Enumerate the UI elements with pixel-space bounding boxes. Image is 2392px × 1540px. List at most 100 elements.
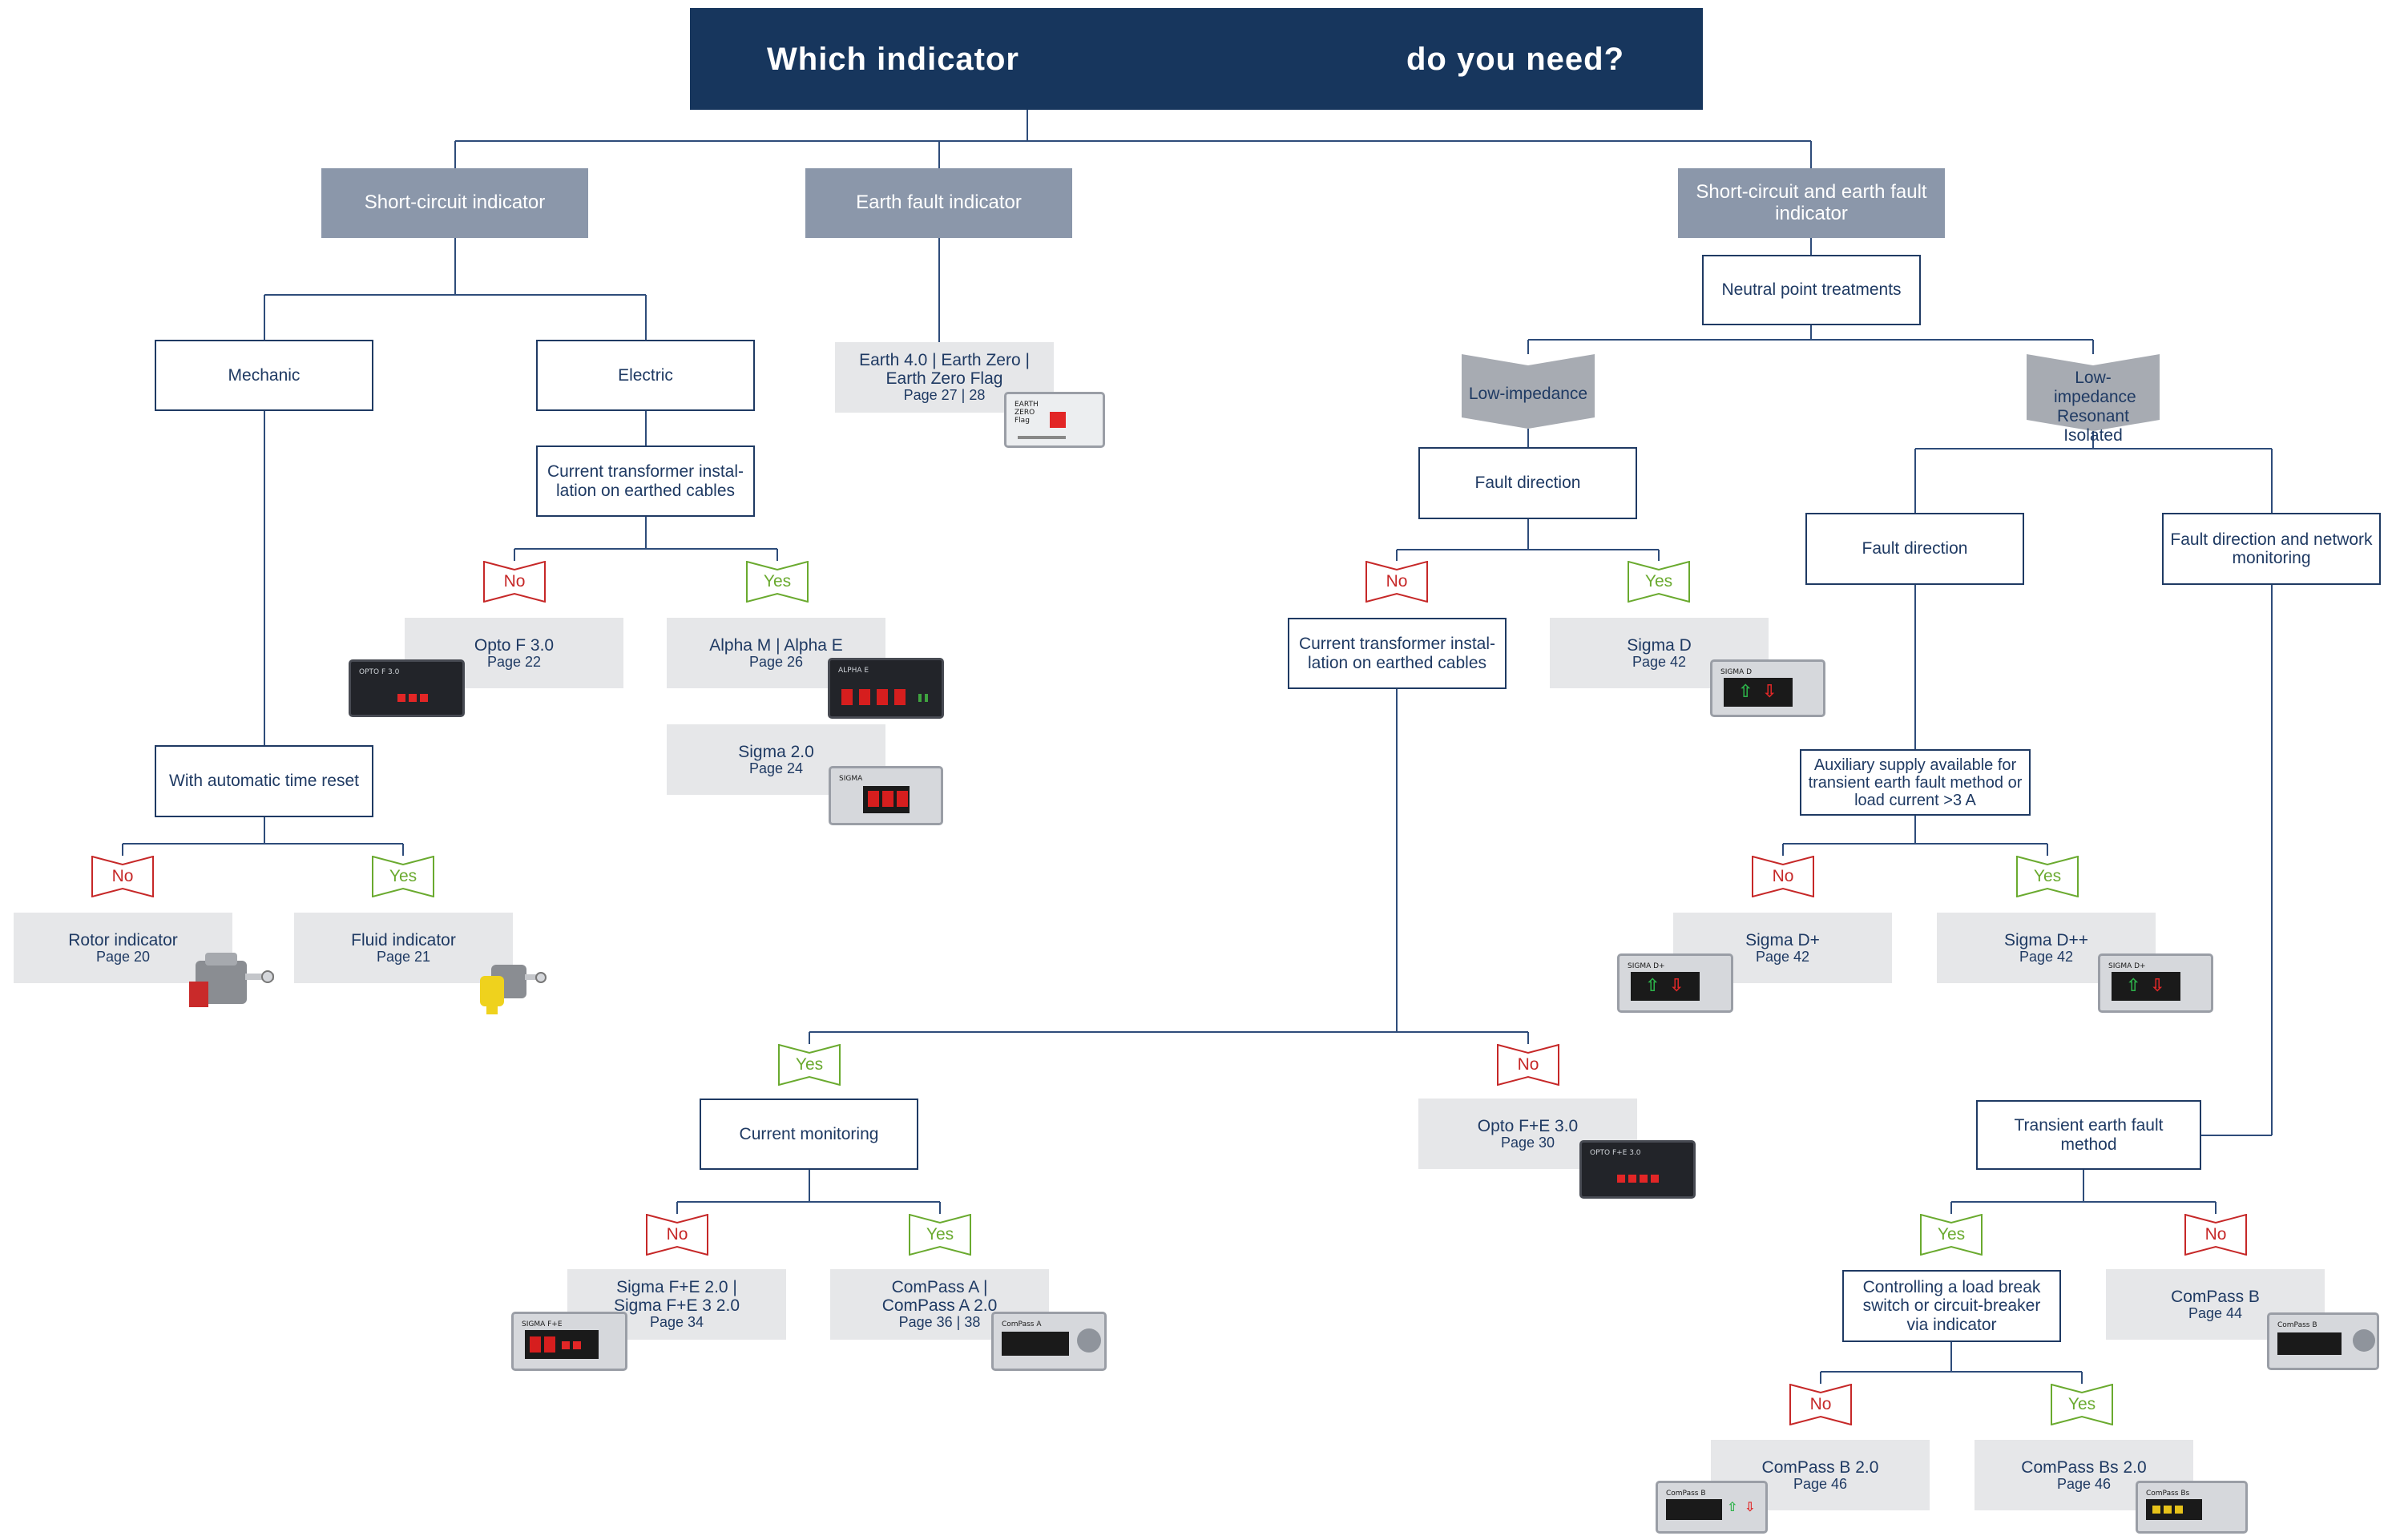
device-label: SIGMA F+E — [522, 1320, 563, 1328]
answer-yes-sigma-dpp[interactable]: Yes — [2016, 856, 2079, 897]
sigma-fe-device-image: SIGMA F+E — [511, 1312, 627, 1371]
sigma-dp-device-image: SIGMA D+ ⇧⇩ — [1617, 953, 1733, 1013]
product-opto-f[interactable]: Opto F 3.0 Page 22 — [405, 618, 623, 688]
fluid-device-image — [480, 965, 547, 1014]
device-label: OPTO F 3.0 — [359, 668, 400, 676]
transient-box[interactable]: Transient earth fault method — [1976, 1100, 2201, 1170]
product-name: Alpha M | Alpha E — [709, 635, 843, 655]
aux-supply-box[interactable]: Auxiliary supply available for transient… — [1800, 749, 2031, 816]
product-name: Sigma D — [1627, 635, 1692, 655]
answer-no-opto-fe[interactable]: No — [1497, 1044, 1559, 1086]
product-page: Page 22 — [486, 653, 542, 670]
device-label: ComPass Bs — [2146, 1490, 2190, 1498]
low-impedance-tag[interactable]: Low-impedance — [1462, 354, 1595, 429]
compass-a-device-image: ComPass A — [991, 1312, 1107, 1371]
device-label: OPTO F+E 3.0 — [1590, 1149, 1641, 1157]
product-page: Page 30 — [1500, 1134, 1555, 1151]
answer-no-ct[interactable]: No — [1365, 561, 1428, 603]
compass-b-device-image: ComPass B — [2267, 1312, 2379, 1370]
product-page: Page 44 — [2188, 1304, 2243, 1321]
product-page: Page 24 — [748, 760, 804, 776]
product-page: Page 34 — [649, 1314, 704, 1331]
mechanic-box[interactable]: Mechanic — [155, 340, 373, 411]
answer-no-opto-f[interactable]: No — [483, 561, 546, 603]
earth-zero-device-image: EARTH ZERO Flag — [1004, 392, 1105, 448]
product-page: Page 42 — [1632, 653, 1687, 670]
category-earth-fault[interactable]: Earth fault indicator — [805, 168, 1072, 238]
device-label: ComPass B — [2277, 1321, 2317, 1329]
product-page: Page 20 — [95, 948, 151, 965]
answer-no-rotor[interactable]: No — [91, 856, 154, 897]
controlling-box[interactable]: Controlling a load break switch or circu… — [1842, 1270, 2061, 1342]
product-page: Page 26 — [748, 653, 804, 670]
auto-reset-box[interactable]: With automatic time reset — [155, 745, 373, 817]
category-short-circuit[interactable]: Short-circuit indicator — [321, 168, 588, 238]
product-name: Sigma D+ — [1745, 930, 1820, 949]
ct-question-box[interactable]: Current transformer instal-lation on ear… — [536, 445, 755, 517]
product-page: Page 36 | 38 — [898, 1314, 981, 1331]
device-label: SIGMA D — [1720, 668, 1753, 676]
ct-question-combined-box[interactable]: Current transformer instal-lation on ear… — [1288, 618, 1507, 689]
alpha-device-image: ALPHA E — [828, 658, 944, 719]
answer-yes-alpha[interactable]: Yes — [746, 561, 809, 603]
product-earth[interactable]: Earth 4.0 | Earth Zero | Earth Zero Flag… — [835, 342, 1054, 413]
answer-no-sigma-fe[interactable]: No — [646, 1214, 708, 1256]
device-label: ComPass B — [1666, 1490, 1706, 1498]
opto-fe-device-image: OPTO F+E 3.0 — [1579, 1140, 1696, 1199]
product-name: Sigma D++ — [2003, 930, 2089, 949]
device-label: ComPass A — [1002, 1320, 1042, 1328]
fault-direction-network-box[interactable]: Fault direction and network monitoring — [2162, 513, 2381, 585]
product-page: Page 42 — [2019, 948, 2074, 965]
electric-box[interactable]: Electric — [536, 340, 755, 411]
product-page: Page 27 | 28 — [903, 387, 986, 404]
product-name: Opto F+E 3.0 — [1477, 1116, 1579, 1135]
device-label: SIGMA D+ — [2108, 962, 2146, 970]
rotor-device-image — [189, 953, 274, 1007]
title-part-2: do you need? — [1406, 41, 1624, 77]
device-label: SIGMA D+ — [1628, 962, 1665, 970]
answer-yes-current-monitoring[interactable]: Yes — [778, 1044, 841, 1086]
sigma-d-device-image: SIGMA D ⇧⇩ — [1710, 659, 1825, 717]
product-name: Sigma 2.0 — [738, 742, 814, 761]
answer-no-compass-b2[interactable]: No — [1789, 1384, 1852, 1425]
product-compass-bs2[interactable]: ComPass Bs 2.0 Page 46 — [1975, 1440, 2193, 1510]
product-name: ComPass Bs 2.0 — [2021, 1457, 2147, 1477]
current-monitoring-box[interactable]: Current monitoring — [700, 1099, 918, 1170]
product-name: Earth 4.0 | Earth Zero | Earth Zero Flag — [859, 351, 1030, 389]
product-name: ComPass A | ComPass A 2.0 — [881, 1278, 998, 1316]
sigma-2-0-device-image: SIGMA — [829, 766, 943, 825]
product-page: Page 46 — [2056, 1475, 2112, 1492]
device-label: EARTH ZERO Flag — [1014, 401, 1039, 425]
device-label: SIGMA — [839, 775, 863, 783]
answer-yes-controlling[interactable]: Yes — [1920, 1214, 1983, 1256]
answer-yes-compass-a[interactable]: Yes — [909, 1214, 971, 1256]
product-page: Page 46 — [1793, 1475, 1848, 1492]
fault-direction-right-box[interactable]: Fault direction — [1805, 513, 2024, 585]
product-name: Rotor indicator — [68, 930, 178, 949]
answer-yes-fluid[interactable]: Yes — [372, 856, 434, 897]
answer-yes-sigma-d[interactable]: Yes — [1628, 561, 1690, 603]
answer-yes-compass-bs2[interactable]: Yes — [2051, 1384, 2113, 1425]
product-name: Sigma F+E 2.0 | Sigma F+E 3 2.0 — [614, 1278, 740, 1316]
category-combined[interactable]: Short-circuit and earth fault indicator — [1678, 168, 1945, 238]
product-page: Page 21 — [376, 948, 431, 965]
answer-no-compass-b[interactable]: No — [2184, 1214, 2247, 1256]
answer-no-sigma-dp[interactable]: No — [1752, 856, 1814, 897]
compass-b2-device-image: ComPass B ⇧⇩ — [1656, 1481, 1768, 1534]
product-fluid[interactable]: Fluid indicator Page 21 — [294, 913, 513, 983]
product-compass-b[interactable]: ComPass B Page 44 — [2106, 1269, 2325, 1340]
fault-direction-left-box[interactable]: Fault direction — [1418, 447, 1637, 519]
product-name: Fluid indicator — [351, 930, 456, 949]
sigma-dpp-device-image: SIGMA D+ ⇧⇩ — [2098, 953, 2213, 1013]
compass-bs2-device-image: ComPass Bs — [2136, 1481, 2248, 1534]
title-banner: Which indicator do you need? — [690, 8, 1703, 110]
opto-f-device-image: OPTO F 3.0 — [349, 659, 465, 717]
neutral-box[interactable]: Neutral point treatments — [1702, 255, 1921, 325]
product-opto-fe[interactable]: Opto F+E 3.0 Page 30 — [1418, 1099, 1637, 1169]
product-name: Opto F 3.0 — [474, 635, 555, 655]
low-impedance-resonant-tag[interactable]: Low-impedance Resonant Isolated — [2027, 354, 2160, 445]
title-part-1: Which indicator — [767, 41, 1019, 77]
product-name: ComPass B 2.0 — [1761, 1457, 1879, 1477]
device-label: ALPHA E — [838, 667, 869, 675]
